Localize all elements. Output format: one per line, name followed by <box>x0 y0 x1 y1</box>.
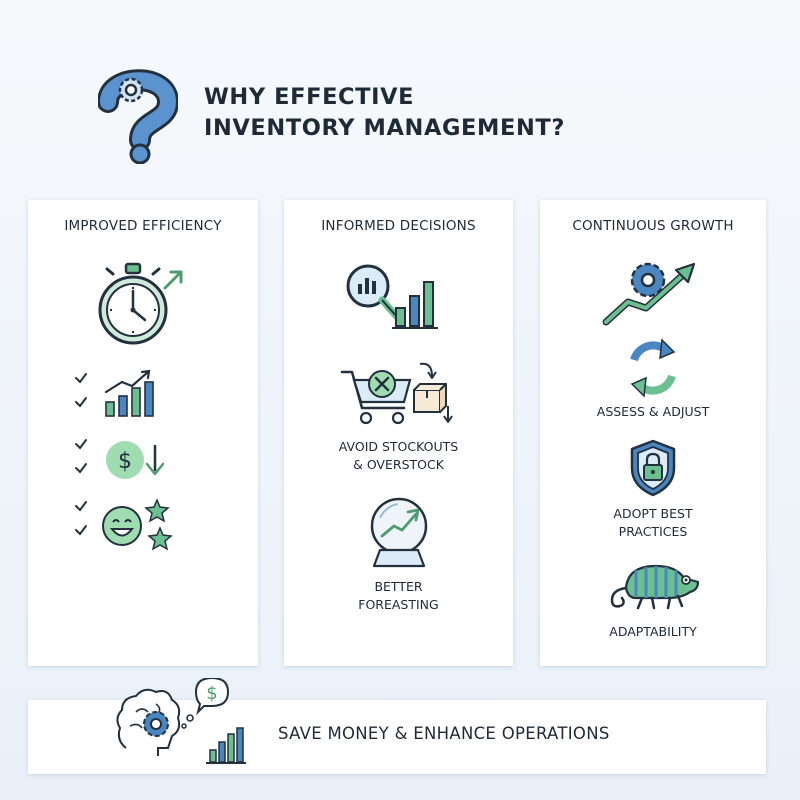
svg-text:$: $ <box>118 449 132 474</box>
analytics-magnifier-icon <box>346 264 438 329</box>
caption-assess-adjust: ASSESS & ADJUST <box>596 404 710 419</box>
refresh-cycle-icon <box>630 338 676 398</box>
header: WHY EFFECTIVE INVENTORY MANAGEMENT? <box>98 64 698 164</box>
caption-line: BETTER <box>374 579 423 594</box>
title-line-1: WHY EFFECTIVE <box>204 84 415 110</box>
caption-line: ADOPT BEST <box>613 506 693 521</box>
caption-line: AVOID STOCKOUTS <box>338 439 459 454</box>
card-title: IMPROVED EFFICIENCY <box>64 218 222 234</box>
footer-banner: $ SAVE MONEY & ENHANCE OPERATIONS <box>28 678 766 774</box>
caption-line: & OVERSTOCK <box>353 457 444 472</box>
checklist-growth-icon <box>75 369 154 417</box>
cost-down-icon: $ <box>75 439 165 479</box>
chameleon-icon <box>610 564 700 610</box>
caption-adaptability: ADAPTABILITY <box>609 624 697 639</box>
satisfaction-stars-icon <box>75 498 173 551</box>
caption-line: FOREASTING <box>358 597 439 612</box>
svg-text:$: $ <box>206 683 217 704</box>
question-gear-icon <box>98 69 178 164</box>
card-title: CONTINUOUS GROWTH <box>572 218 734 234</box>
page-title: WHY EFFECTIVE INVENTORY MANAGEMENT? <box>204 82 565 144</box>
title-line-2: INVENTORY MANAGEMENT? <box>204 115 565 141</box>
gear-growth-arrow-icon <box>602 262 696 326</box>
shield-lock-icon <box>630 439 676 497</box>
footer-text: SAVE MONEY & ENHANCE OPERATIONS <box>278 724 610 743</box>
caption-avoid-stockouts: AVOID STOCKOUTS & OVERSTOCK <box>284 438 513 474</box>
caption-adopt-best-practices: ADOPT BEST PRACTICES <box>540 505 766 541</box>
card-title: INFORMED DECISIONS <box>321 218 476 234</box>
card-improved-efficiency: IMPROVED EFFICIENCY $ <box>28 200 258 666</box>
stopwatch-icon <box>98 262 183 345</box>
card-continuous-growth: CONTINUOUS GROWTH ASSESS & ADJUST ADOPT … <box>540 200 766 666</box>
caption-line: PRACTICES <box>618 524 688 539</box>
cart-box-icon <box>340 362 453 425</box>
brain-money-icon: $ <box>116 678 246 764</box>
card-informed-decisions: INFORMED DECISIONS AVOID STOCKOUTS & OVE… <box>284 200 513 666</box>
crystal-ball-icon <box>370 497 428 568</box>
caption-better-forecasting: BETTER FOREASTING <box>284 578 513 614</box>
